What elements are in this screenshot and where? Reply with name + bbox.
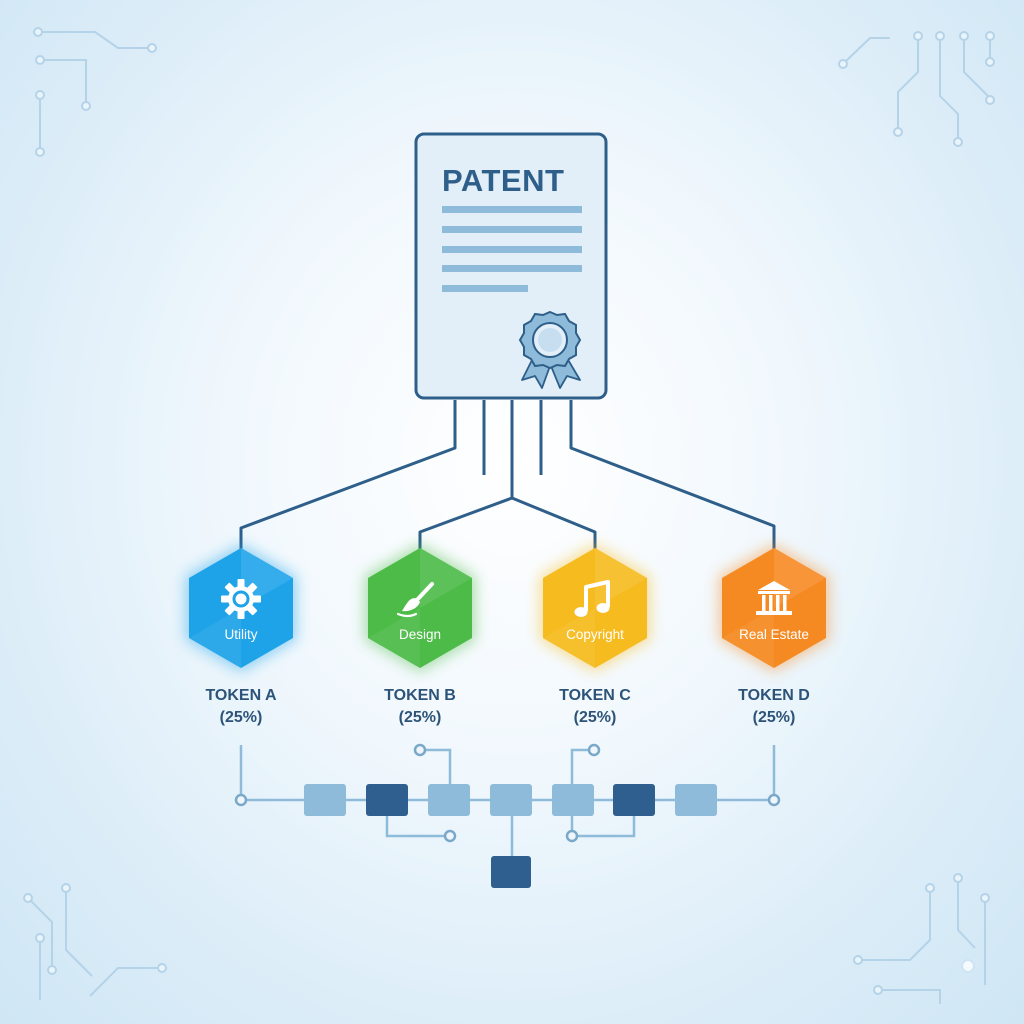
chain-blocks [304, 784, 717, 888]
connector-to-token-a [239, 400, 457, 556]
block [490, 784, 532, 816]
block [366, 784, 408, 816]
chain-nodes [234, 743, 781, 843]
block [491, 856, 531, 888]
gear-icon [221, 579, 261, 619]
connector-to-token-c [511, 496, 597, 556]
building-icon [756, 581, 792, 615]
patent-document: PATENT [414, 132, 608, 400]
token-name: TOKEN C [559, 687, 631, 704]
token-share: (25%) [399, 709, 442, 726]
token-name: TOKEN D [738, 687, 810, 704]
token-name: TOKEN A [205, 687, 277, 704]
connector-lines [239, 400, 776, 556]
token-name: TOKEN B [384, 687, 456, 704]
block [613, 784, 655, 816]
token-category-label: Utility [225, 627, 258, 642]
block [675, 784, 717, 816]
connector-to-token-d [569, 400, 776, 556]
block [552, 784, 594, 816]
token-category-label: Design [399, 627, 441, 642]
hexagon-facet [420, 548, 472, 608]
token-share: (25%) [574, 709, 617, 726]
token-share: (25%) [220, 709, 263, 726]
hexagon-facet [241, 548, 293, 608]
token-category-label: Copyright [566, 627, 624, 642]
music-note-icon [574, 580, 610, 617]
hexagon-facet [189, 608, 241, 668]
award-ribbon-icon [518, 310, 582, 389]
paintbrush-icon [396, 582, 434, 618]
blockchain [234, 743, 781, 888]
circuit-decoration-bottom-left [23, 883, 167, 1000]
block [428, 784, 470, 816]
token-share: (25%) [753, 709, 796, 726]
hexagon-facet [368, 608, 420, 668]
document-title: PATENT [442, 163, 564, 198]
token-category-label: Real Estate [739, 627, 809, 642]
circuit-decoration-bottom-right [853, 873, 990, 1004]
connector-to-token-b [418, 496, 513, 556]
hexagon-facet [543, 608, 595, 668]
circuit-decoration-top-left [33, 27, 157, 157]
block [304, 784, 346, 816]
document-text-lines [442, 206, 582, 292]
hexagon-facet [722, 608, 774, 668]
circuit-decoration-top-right [838, 31, 995, 147]
